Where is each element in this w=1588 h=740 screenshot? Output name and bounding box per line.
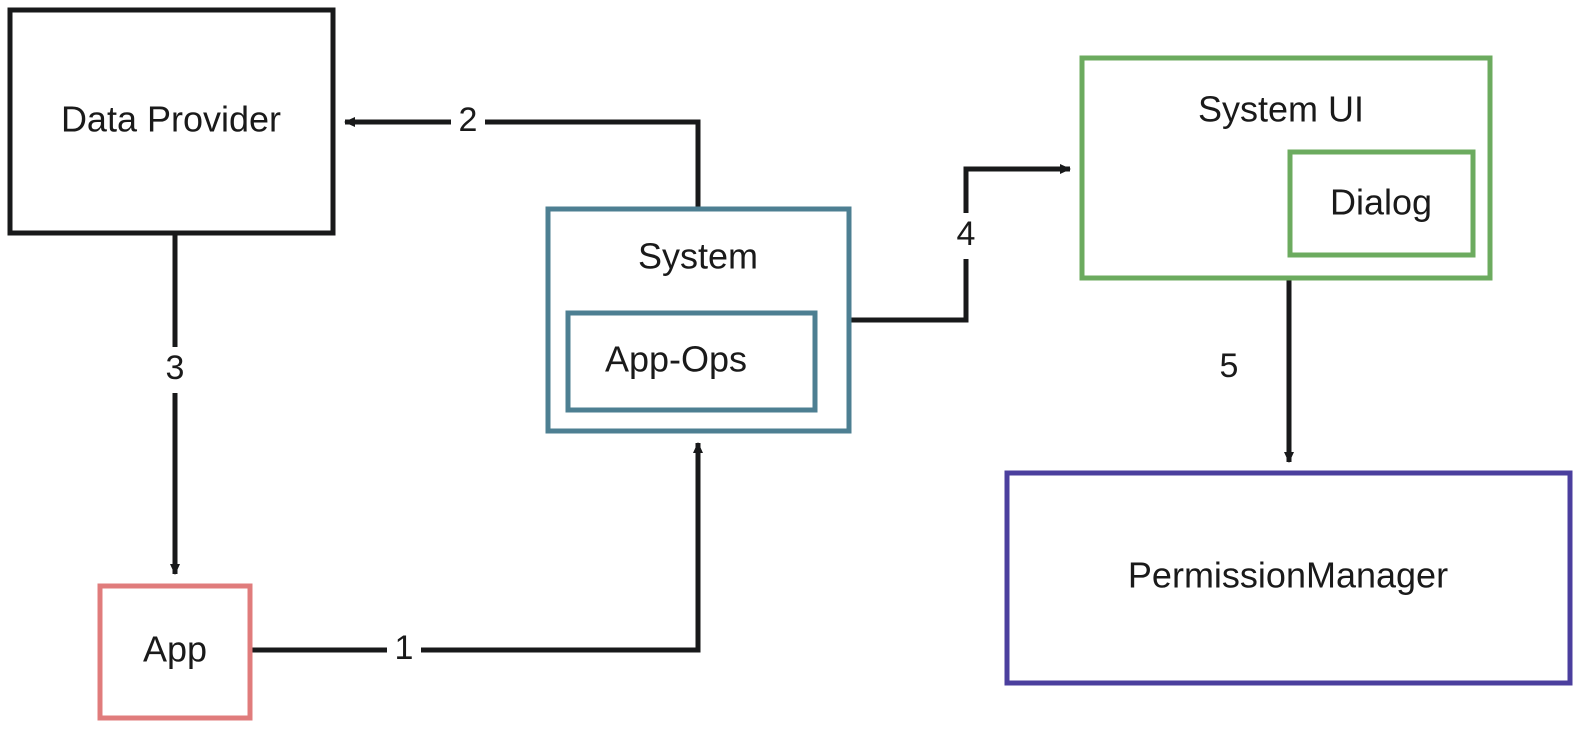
edge-label-3: 3	[166, 349, 185, 387]
edge-label-backdrop-3	[158, 347, 192, 393]
edge-label-group-2: 2	[451, 99, 485, 145]
edge-1	[250, 442, 703, 653]
node-label-app-ops: App-Ops	[605, 339, 747, 380]
node-box-data-provider	[7, 7, 336, 236]
node-label-app: App	[143, 629, 207, 670]
edge-label-group-4: 4	[949, 213, 983, 259]
edge-2	[344, 117, 701, 209]
edge-label-backdrop-2	[451, 99, 485, 145]
node-box-dialog	[1287, 149, 1476, 258]
node-label-system-ui: System UI	[1198, 89, 1364, 130]
node-dialog[interactable]: Dialog	[1287, 149, 1476, 258]
node-label-permission-manager: PermissionManager	[1128, 555, 1448, 596]
edge-label-4: 4	[957, 215, 976, 253]
edge-labels-layer: 1 2 3 4 5	[158, 99, 1246, 673]
edge-label-group-3: 3	[158, 347, 192, 393]
node-box-permission-manager	[1004, 470, 1573, 686]
edge-label-group-5: 5	[1212, 345, 1246, 391]
node-box-app-ops	[565, 310, 818, 413]
node-box-app	[97, 583, 253, 721]
edge-label-backdrop-5	[1212, 345, 1246, 391]
node-app[interactable]: App	[97, 583, 253, 721]
edge-label-backdrop-4	[949, 213, 983, 259]
node-data-provider[interactable]: Data Provider	[7, 7, 336, 236]
node-label-dialog: Dialog	[1330, 182, 1432, 223]
edge-label-group-1: 1	[387, 627, 421, 673]
node-label-system: System	[638, 236, 758, 277]
node-permission-manager[interactable]: PermissionManager	[1004, 470, 1573, 686]
edge-label-2: 2	[459, 101, 478, 139]
edge-label-1: 1	[395, 629, 414, 667]
node-label-data-provider: Data Provider	[61, 99, 281, 140]
edge-label-5: 5	[1220, 347, 1239, 385]
edge-label-backdrop-1	[387, 627, 421, 673]
node-app-ops[interactable]: App-Ops	[565, 310, 818, 413]
